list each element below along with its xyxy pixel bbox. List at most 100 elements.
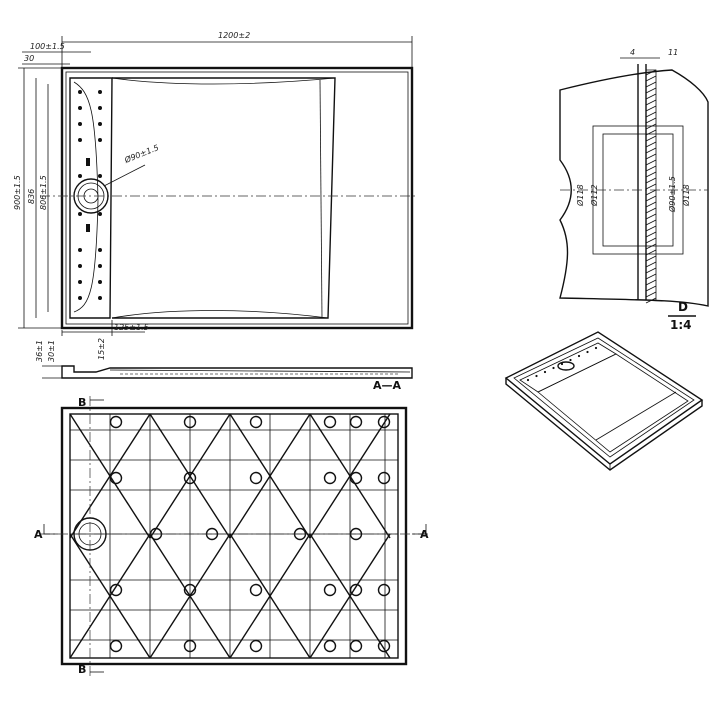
hatch-line xyxy=(645,87,657,94)
hatch-line xyxy=(645,231,657,238)
detail-flange xyxy=(646,69,657,301)
rib-diagonal xyxy=(229,413,311,539)
hatch-line xyxy=(645,261,657,268)
dim-outer-diameter: Ø118 xyxy=(575,184,585,207)
channel-hole xyxy=(78,280,82,284)
dim-total-height: 36±1 xyxy=(35,340,44,362)
hatch-line xyxy=(645,93,657,100)
support-foot xyxy=(183,639,197,653)
support-foot xyxy=(183,471,197,485)
support-foot xyxy=(183,415,197,429)
dim-channel-length: 806±1.5 xyxy=(39,175,48,210)
support-foot xyxy=(109,639,123,653)
rib-diagonal xyxy=(149,413,231,539)
hatch-line xyxy=(645,99,657,106)
channel-hole xyxy=(78,90,82,94)
section-mark-b-top: B xyxy=(78,396,86,409)
rib-diagonal xyxy=(69,413,151,539)
support-foot xyxy=(377,583,391,597)
dim-outer-diameter-right: Ø118 xyxy=(681,184,691,207)
iso-hole xyxy=(552,366,555,370)
channel-slot xyxy=(86,224,90,232)
rib-diagonal xyxy=(229,533,311,659)
hatch-line xyxy=(645,273,657,280)
section-mark-a-left: A xyxy=(34,528,43,541)
dim-overall-depth: 900±1.5 xyxy=(13,175,22,210)
hatch-line xyxy=(645,153,657,160)
support-foot xyxy=(109,583,123,597)
section-a-label: A—A xyxy=(373,379,402,392)
iso-channel xyxy=(519,342,617,393)
hatch-line xyxy=(645,207,657,214)
iso-hole xyxy=(569,358,572,362)
hatch-line xyxy=(645,117,657,124)
detail-scale: 1:4 xyxy=(670,318,692,332)
rib-diagonal xyxy=(309,413,391,539)
slope-bottom-curve xyxy=(111,310,329,319)
rib-grid xyxy=(70,414,398,658)
detail-boundary xyxy=(559,69,709,307)
support-foot xyxy=(249,415,263,429)
hatch-line xyxy=(645,219,657,226)
hatch-line xyxy=(645,195,657,202)
support-foot xyxy=(377,415,391,429)
channel-hole xyxy=(78,296,82,300)
section-mark-a-right: A xyxy=(420,528,429,541)
support-foot xyxy=(349,415,363,429)
hatch-line xyxy=(645,123,657,130)
channel-hole xyxy=(98,122,102,126)
hatch-line xyxy=(645,213,657,220)
iso-hole xyxy=(526,378,530,382)
bottom-outline xyxy=(60,406,408,666)
iso-inner-rim xyxy=(513,337,695,458)
dim-inner-depth: 836 xyxy=(27,189,36,204)
channel-hole xyxy=(98,280,102,284)
hatch-line xyxy=(645,105,657,112)
tray-slope-surface xyxy=(112,77,336,319)
channel-hole xyxy=(98,174,102,178)
channel-hole xyxy=(78,122,82,126)
hatch-line xyxy=(645,267,657,274)
channel-hole xyxy=(78,212,82,216)
support-foot xyxy=(323,415,337,429)
channel-hole xyxy=(98,138,102,142)
iso-hole xyxy=(594,346,598,350)
channel-hole xyxy=(98,212,102,216)
iso-hole xyxy=(586,350,589,354)
support-foot xyxy=(249,583,263,597)
channel-holes xyxy=(78,90,102,300)
bottom-view: A A B B xyxy=(34,396,429,676)
rib-diagonal xyxy=(69,533,151,659)
iso-drain xyxy=(557,361,575,371)
hatch-line xyxy=(645,285,657,292)
drain-leader xyxy=(103,164,146,187)
support-foot xyxy=(109,471,123,485)
detail-d-view: 4 11 Ø118 Ø112 Ø90±1.5 Ø118 D 1:4 xyxy=(559,48,709,332)
isometric-view xyxy=(504,331,704,471)
channel-slot xyxy=(86,158,90,166)
dim-drain-offset: 100±1.5 xyxy=(30,42,65,51)
dim-inner-diameter: Ø112 xyxy=(589,184,599,207)
hatch-line xyxy=(645,249,657,256)
section-arrow xyxy=(43,524,58,535)
section-arrow xyxy=(412,524,427,535)
hatch-line xyxy=(645,255,657,262)
hatch-line xyxy=(645,75,657,82)
channel-hole xyxy=(98,106,102,110)
channel-hole xyxy=(78,264,82,268)
detail-hatching xyxy=(645,69,657,304)
support-foot xyxy=(249,471,263,485)
iso-side-faces xyxy=(505,378,703,471)
slope-top-curve xyxy=(111,77,336,85)
support-foot xyxy=(349,583,363,597)
dim-slope-height: 15±2 xyxy=(97,338,106,360)
hatch-line xyxy=(645,243,657,250)
iso-hole xyxy=(543,370,547,374)
hatch-line xyxy=(645,177,657,184)
iso-holes xyxy=(526,346,598,382)
section-mark-b-bottom: B xyxy=(78,663,86,676)
bottom-inner-frame xyxy=(69,413,399,659)
support-foot xyxy=(109,415,123,429)
iso-top-face xyxy=(504,331,704,465)
